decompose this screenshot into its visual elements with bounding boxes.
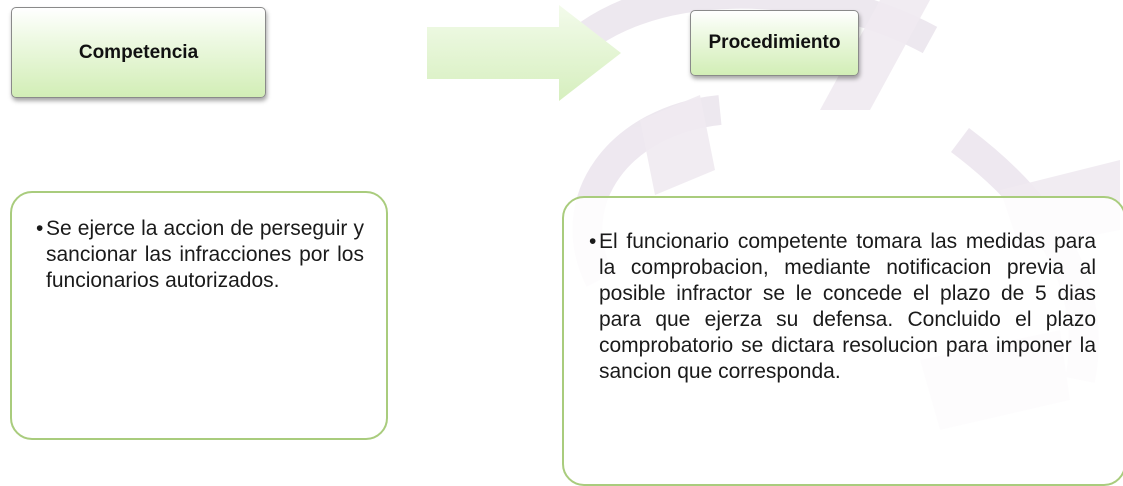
header-procedimiento: Procedimiento bbox=[690, 10, 859, 76]
right-arrow-icon bbox=[427, 5, 621, 101]
content-box-procedimiento: • El funcionario competente tomara las m… bbox=[562, 196, 1123, 486]
content-box-competencia: • Se ejerce la accion de perseguir y san… bbox=[10, 191, 388, 440]
bullet-item: • El funcionario competente tomara las m… bbox=[589, 229, 1096, 385]
bullet-icon: • bbox=[589, 230, 597, 253]
header-procedimiento-label: Procedimiento bbox=[708, 32, 841, 53]
header-competencia: Competencia bbox=[11, 7, 266, 98]
bullet-item: • Se ejerce la accion de perseguir y san… bbox=[36, 216, 364, 294]
competencia-text: Se ejerce la accion de perseguir y sanci… bbox=[46, 217, 364, 292]
bullet-icon: • bbox=[36, 217, 44, 240]
header-competencia-label: Competencia bbox=[78, 41, 199, 63]
procedimiento-text: El funcionario competente tomara las med… bbox=[599, 230, 1096, 383]
